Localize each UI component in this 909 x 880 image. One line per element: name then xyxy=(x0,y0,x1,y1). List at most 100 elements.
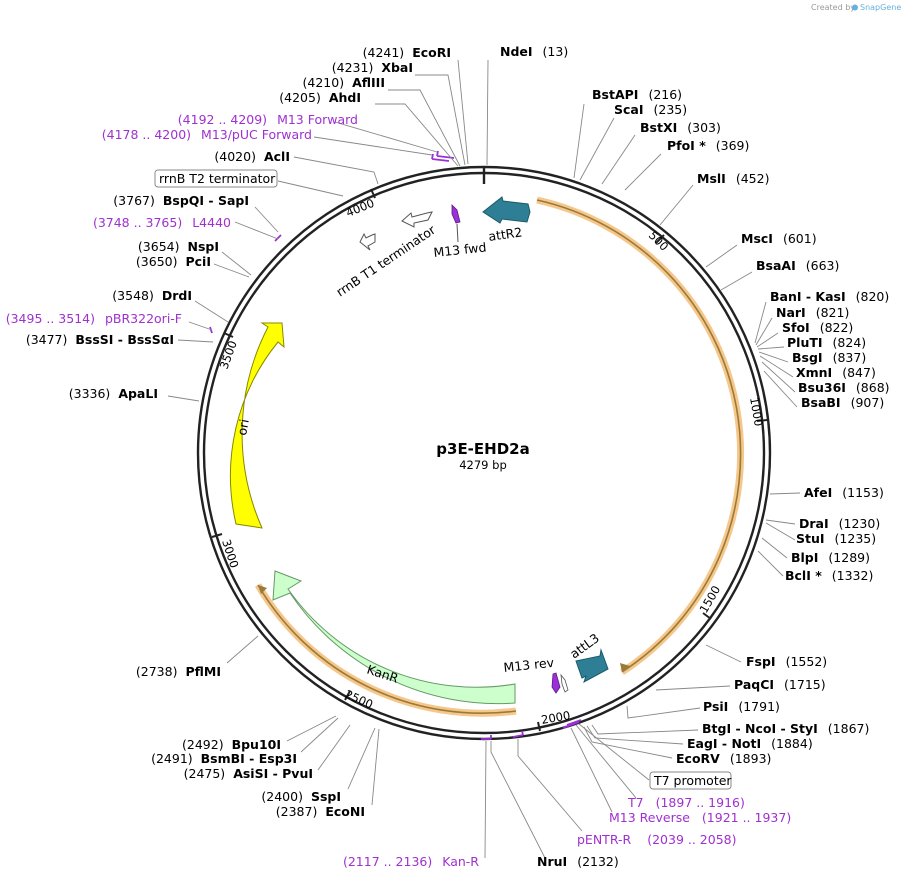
credit-brand: SnapGene xyxy=(860,3,901,12)
enzyme-label-afliii: (4210)AflIII xyxy=(303,75,385,90)
leader-asisi xyxy=(317,724,351,771)
m13-fwd-feature xyxy=(451,204,461,224)
tick-3500-mark xyxy=(223,332,234,338)
leader-pluti xyxy=(757,346,785,350)
m13-rev-feature xyxy=(551,672,561,694)
tick-3000-mark xyxy=(211,533,223,538)
primer-label-t7: T7(1897 .. 1916) xyxy=(627,795,745,810)
leader-pbr322ori-f xyxy=(188,321,213,331)
enzyme-label-btgi-ncoi-styi: BtgI - NcoI - StyI(1867) xyxy=(702,721,869,736)
enzyme-label-pcii: (3650)PciI xyxy=(136,254,211,269)
leader-drai xyxy=(765,519,796,525)
enzyme-label-msci: MscI(601) xyxy=(741,231,817,246)
boxed-feature-labels: rrnB T2 terminator T7 promoter xyxy=(154,169,732,790)
m13-puc-forward-primer-mark xyxy=(431,153,450,162)
leader-t7 xyxy=(575,724,637,799)
enzyme-label-bspqi-sapi: (3767)BspQI - SapI xyxy=(113,193,249,208)
leader-xmni xyxy=(759,355,794,378)
leader-sapi xyxy=(254,206,279,233)
enzyme-label-bsabi: BsaBI(907) xyxy=(801,395,884,410)
leader-bcli xyxy=(757,550,784,577)
leader-sfoi xyxy=(756,332,779,348)
primer-label-m13-reverse: M13 Reverse(1921 .. 1937) xyxy=(609,810,791,825)
m13-reverse-primer-mark xyxy=(562,721,580,729)
leader-stui xyxy=(765,522,796,541)
leader-m13-reverse xyxy=(570,727,613,813)
leader-nspi xyxy=(221,251,252,276)
snapgene-logo-icon xyxy=(852,4,858,11)
primer-label-m13-puc-forward: (4178 .. 4200)M13/pUC Forward xyxy=(102,127,312,142)
leader-afei xyxy=(769,492,801,495)
primer-label-m13-forward: (4192 .. 4209)M13 Forward xyxy=(178,112,358,127)
enzyme-label-bsu36i: Bsu36I(868) xyxy=(798,380,890,395)
leader-btgi xyxy=(591,724,699,735)
tick-label-2000: 2000 xyxy=(540,708,571,727)
enzyme-label-stui: StuI(1235) xyxy=(796,531,876,546)
enzyme-label-paqci: PaqCI(1715) xyxy=(734,677,826,692)
tick-1000-mark xyxy=(756,419,768,422)
leader-nari xyxy=(755,317,773,346)
ori-feature xyxy=(229,322,285,529)
enzyme-label-xmni: XmnI(847) xyxy=(796,365,876,380)
enzyme-label-scai: ScaI(235) xyxy=(614,102,687,117)
t7-promoter-label: T7 promoter xyxy=(653,773,732,788)
leader-rrnb-t2 xyxy=(277,180,344,197)
orf-line-left xyxy=(257,584,517,714)
enzyme-labels-left: (4241)EcoRI (4231)XbaI (4210)AflIII (420… xyxy=(26,45,451,819)
leader-ecorv xyxy=(583,726,673,759)
enzyme-label-pfoi: PfoI *(369) xyxy=(667,138,749,153)
leader-bsaai xyxy=(720,271,753,291)
enzyme-label-bpu10i: (2492)Bpu10I xyxy=(182,737,281,752)
leader-eagi xyxy=(586,725,684,745)
rrnb-t2-terminator-box xyxy=(154,169,278,188)
enzyme-label-bstapi: BstAPI(216) xyxy=(592,87,682,102)
leader-acli xyxy=(293,156,379,185)
plasmid-length: 4279 bp xyxy=(459,458,507,472)
enzyme-label-ecorv: EcoRV(1893) xyxy=(676,751,771,766)
leader-blpi xyxy=(761,537,788,559)
leader-bani xyxy=(754,301,767,344)
m13-fwd-leader xyxy=(456,223,459,243)
credit-prefix: Created by xyxy=(811,3,855,12)
plasmid-name: p3E-EHD2a xyxy=(436,440,529,458)
leader-pfoi xyxy=(624,153,662,191)
leader-ecori xyxy=(457,59,469,165)
tick-2000-mark xyxy=(537,721,541,732)
orf-arrow-right xyxy=(620,663,630,672)
tick-500-mark xyxy=(655,234,665,244)
leader-m13-forward xyxy=(334,121,438,153)
enzyme-label-sfoi: SfoI(822) xyxy=(782,320,853,335)
leader-bsu36i xyxy=(761,361,796,393)
kan-r-primer-mark xyxy=(481,735,492,740)
feature-label-attr2: attR2 xyxy=(487,224,523,244)
enzyme-label-pluti: PluTI(824) xyxy=(787,335,866,350)
leader-afliii xyxy=(388,89,461,167)
primer-label-l4440: (3748 .. 3765)L4440 xyxy=(93,215,231,230)
leader-ndei xyxy=(486,59,489,166)
leader-xbai xyxy=(415,74,466,166)
tick-2500-mark xyxy=(344,690,351,701)
primer-marks xyxy=(209,150,582,740)
enzyme-label-nspi: (3654)NspI xyxy=(138,239,219,254)
leader-pentr-r xyxy=(517,739,583,832)
leader-sspi xyxy=(347,727,376,790)
enzyme-label-msli: MslI(452) xyxy=(697,171,769,186)
leader-bpu10i xyxy=(286,715,337,742)
enzyme-label-bstxi: BstXI(303) xyxy=(640,120,721,135)
enzyme-label-apali: (3336)ApaLI xyxy=(69,386,158,401)
credit: Created by SnapGene xyxy=(811,3,901,12)
primer-label-pentr-r: pENTR-R(2039 .. 2058) xyxy=(577,832,736,847)
enzyme-label-bsgi: BsgI(837) xyxy=(792,350,866,365)
leader-m13-puc-forward xyxy=(313,136,433,156)
enzyme-label-blpi: BlpI(1289) xyxy=(791,550,870,565)
feature-label-ori: ori xyxy=(234,418,252,437)
enzyme-label-fspi: FspI(1552) xyxy=(746,654,827,669)
enzyme-label-nari: NarI(821) xyxy=(776,305,849,320)
tick-label-1000: 1000 xyxy=(747,396,766,427)
tick-label-4000: 4000 xyxy=(344,196,376,220)
orf-line-right xyxy=(536,199,742,673)
leader-kan-r xyxy=(484,740,487,859)
leader-psii xyxy=(626,705,701,719)
enzyme-label-psii: PsiI(1791) xyxy=(703,699,780,714)
enzyme-label-ahdi: (4205)AhdI xyxy=(279,90,361,105)
